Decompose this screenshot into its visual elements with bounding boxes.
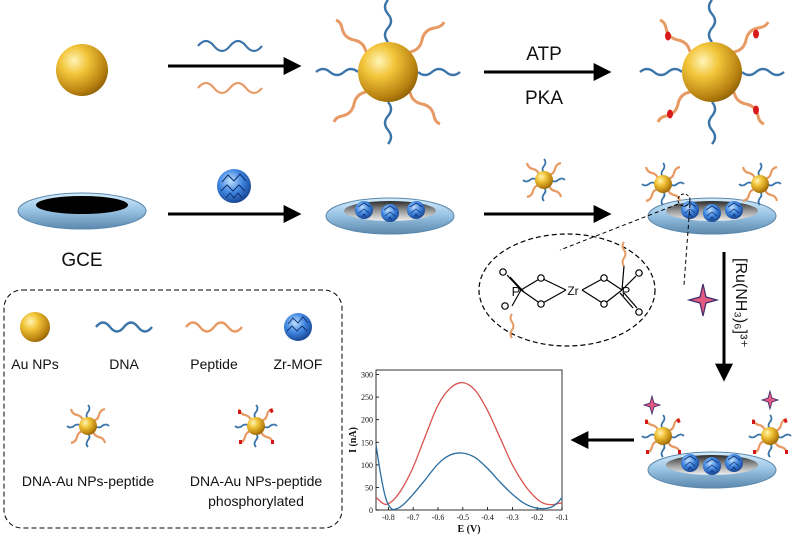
legend-zr-mof-label: Zr-MOF: [274, 356, 323, 372]
y-tick-label: 50: [365, 483, 373, 492]
x-tick-label: -0.1: [556, 513, 569, 522]
legend-conjugate-icon: [65, 403, 111, 449]
legend-zr-mof-icon: [284, 313, 312, 341]
assembled-electrode: [640, 161, 783, 235]
y-axis-ticks: 0 50 100 150 200 250 300: [361, 371, 379, 515]
legend-dna-icon: [95, 321, 153, 333]
zoom-callout: [478, 193, 691, 347]
y-axis-label: I (nA): [348, 427, 359, 453]
legend-phos-label-line2: phosphorylated: [208, 493, 304, 509]
legend-conjugate-label: DNA-Au NPs-peptide: [22, 473, 154, 489]
chart-frame: [375, 369, 563, 511]
series-line-0: [375, 381, 563, 506]
reagent-strands: [197, 39, 263, 95]
phosphorylated-conjugate: [639, 0, 785, 145]
legend-au-label: Au NPs: [11, 356, 58, 372]
x-tick-label: -0.6: [432, 513, 445, 522]
x-tick-label: -0.7: [407, 513, 420, 522]
label-gce: GCE: [61, 250, 102, 271]
legend-box: Au NPs DNA Peptide Zr-MOF DNA-Au NPs-pep…: [3, 289, 343, 529]
ru-complex-star-icon: [686, 283, 720, 317]
label-ru-complex: [Ru(NH₃)₆]³⁺: [732, 258, 749, 348]
x-axis-label: E (V): [457, 524, 480, 535]
phosphate-zr-structure: [499, 241, 643, 339]
y-tick-label: 300: [361, 371, 373, 380]
legend-phos-label-line1: DNA-Au NPs-peptide: [190, 473, 322, 489]
p-atom-right: P: [622, 284, 631, 299]
mof-modified-electrode: [325, 197, 455, 235]
label-pka: PKA: [525, 88, 563, 109]
label-atp: ATP: [526, 44, 562, 65]
legend-au-icon: [20, 312, 50, 342]
legend-dna-label: DNA: [109, 356, 139, 372]
chart-series-layer: [375, 381, 563, 511]
legend-peptide-label: Peptide: [190, 356, 238, 372]
x-tick-label: -0.4: [481, 513, 494, 522]
x-tick-label: -0.5: [456, 513, 469, 522]
y-tick-label: 200: [361, 416, 373, 425]
x-tick-label: -0.8: [382, 513, 395, 522]
legend-phos-conjugate-icon: [235, 405, 277, 447]
zr-mof-particle: [217, 169, 251, 203]
label-zr: Zr: [567, 284, 578, 298]
x-tick-label: -0.3: [506, 513, 519, 522]
x-tick-label: -0.2: [531, 513, 544, 522]
p-atom-left: P: [512, 284, 521, 299]
dna-au-peptide-conjugate: [315, 0, 461, 145]
conjugate-icon: [521, 157, 567, 203]
y-tick-label: 0: [369, 506, 373, 515]
y-tick-label: 250: [361, 393, 373, 402]
gce-electrode: [17, 192, 147, 230]
series-line-1: [375, 444, 563, 511]
au-nanoparticle-bare: [56, 44, 108, 96]
legend-peptide-icon: [185, 321, 243, 333]
final-electrode: [642, 389, 791, 489]
y-tick-label: 100: [361, 461, 373, 470]
x-axis-ticks: -0.8 -0.7 -0.6 -0.5 -0.4 -0.3 -0.2 -0.1: [382, 507, 568, 522]
y-tick-label: 150: [361, 438, 373, 447]
